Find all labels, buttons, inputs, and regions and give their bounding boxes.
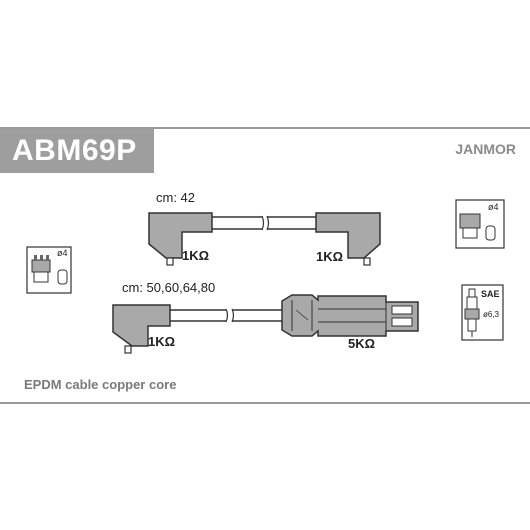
cable-1-left-boot <box>148 212 213 259</box>
cable-description: EPDM cable copper core <box>24 377 177 392</box>
title-badge <box>0 129 154 173</box>
spark-plug-icon <box>461 284 504 341</box>
spark-plug-standard-label: SAE <box>481 289 500 299</box>
cable-2 <box>112 294 419 354</box>
distributor-size-label: ø4 <box>57 248 68 258</box>
cable-1-length-label: cm: 42 <box>156 190 196 205</box>
cable-2-length-label: cm: 50,60,64,80 <box>122 280 216 295</box>
cable-2-right-boot <box>281 294 419 337</box>
coil-size-label: ø4 <box>488 202 499 212</box>
top-divider <box>0 127 530 129</box>
cable-1 <box>148 212 381 266</box>
brand-name: JANMOR <box>455 141 516 157</box>
cable-1-right-resistance: 1KΩ <box>316 249 344 264</box>
cable-1-left-resistance: 1KΩ <box>182 248 210 263</box>
cable-2-left-boot <box>112 304 171 347</box>
spark-plug-size-label: ø6,3 <box>483 310 500 319</box>
cable-1-right-boot <box>315 212 381 259</box>
cable-2-left-resistance: 1KΩ <box>148 334 176 349</box>
cable-2-right-resistance: 5KΩ <box>348 336 376 351</box>
bottom-divider <box>0 402 530 404</box>
distributor-icon <box>26 246 72 294</box>
coil-icon <box>455 199 505 249</box>
part-number: ABM69P <box>12 134 137 167</box>
